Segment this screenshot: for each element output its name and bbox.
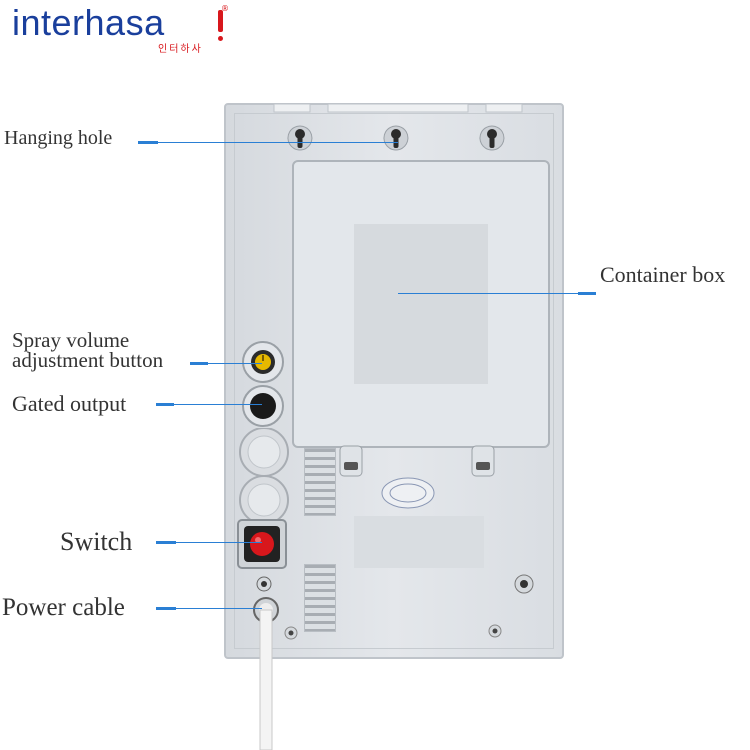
certification-sticker: [380, 476, 436, 510]
leader-line-hanging-hole: [138, 141, 158, 144]
hanging-hole-icon: [478, 124, 506, 160]
power-switch[interactable]: [236, 518, 288, 570]
label-spray-volume-line2: adjustment button: [12, 350, 163, 370]
label-spray-volume: Spray volume adjustment button: [12, 330, 163, 370]
leader-line-gated-output: [156, 403, 174, 406]
device-top-edge: [224, 100, 564, 114]
brand-logo-dot: [218, 36, 223, 41]
leader-line-gated-output: [174, 404, 262, 405]
label-spray-volume-line1: Spray volume: [12, 330, 163, 350]
screw-icon: [282, 624, 300, 642]
spare-port-covers: [234, 428, 294, 528]
label-hanging-hole: Hanging hole: [4, 127, 112, 150]
screw-icon: [254, 574, 274, 594]
leader-line-container-box: [398, 293, 578, 294]
leader-line-switch: [156, 541, 176, 544]
screw-icon: [512, 572, 536, 596]
leader-line-spray-volume: [190, 362, 208, 365]
leader-line-power-cable: [176, 608, 262, 609]
power-cable: [246, 594, 286, 750]
container-box-clips: [336, 440, 516, 480]
vent-grille: [304, 564, 336, 632]
leader-line-power-cable: [156, 607, 176, 610]
label-power-cable: Power cable: [2, 594, 125, 622]
registered-mark: ®: [221, 4, 229, 13]
leader-line-spray-volume: [208, 363, 262, 364]
label-gated-output: Gated output: [12, 391, 126, 417]
spec-label-area: [354, 516, 484, 568]
gated-output-port: [238, 384, 290, 428]
container-box-label-area: [354, 224, 488, 384]
label-switch: Switch: [60, 527, 132, 557]
leader-line-switch: [176, 542, 262, 543]
leader-line-container-box: [578, 292, 596, 295]
brand-subtitle: 인터하사: [158, 40, 203, 55]
screw-icon: [486, 622, 504, 640]
spray-volume-knob[interactable]: [238, 340, 290, 384]
brand-logo: interhasa: [12, 2, 165, 44]
vent-grille: [304, 448, 336, 516]
leader-line-hanging-hole: [158, 142, 398, 143]
label-container-box: Container box: [600, 262, 725, 288]
brand-logo-mark: [218, 10, 223, 32]
